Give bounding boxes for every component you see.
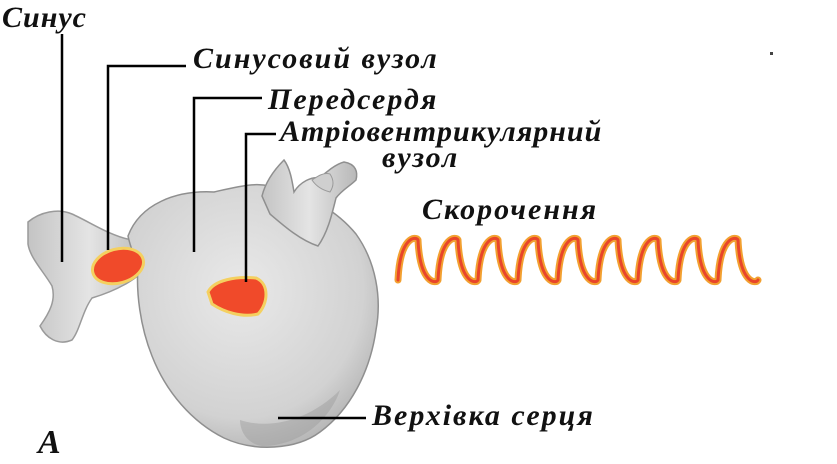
label-sinus: Синус	[2, 3, 87, 33]
stray-dot	[770, 52, 773, 55]
panel-letter: А	[38, 426, 62, 460]
label-av-node-line2: вузол	[382, 143, 459, 173]
label-sinus-node: Синусовий вузол	[193, 44, 439, 74]
label-apex: Верхівка серця	[372, 401, 595, 431]
label-contraction: Скорочення	[422, 195, 598, 225]
label-atria: Передсердя	[268, 85, 438, 115]
